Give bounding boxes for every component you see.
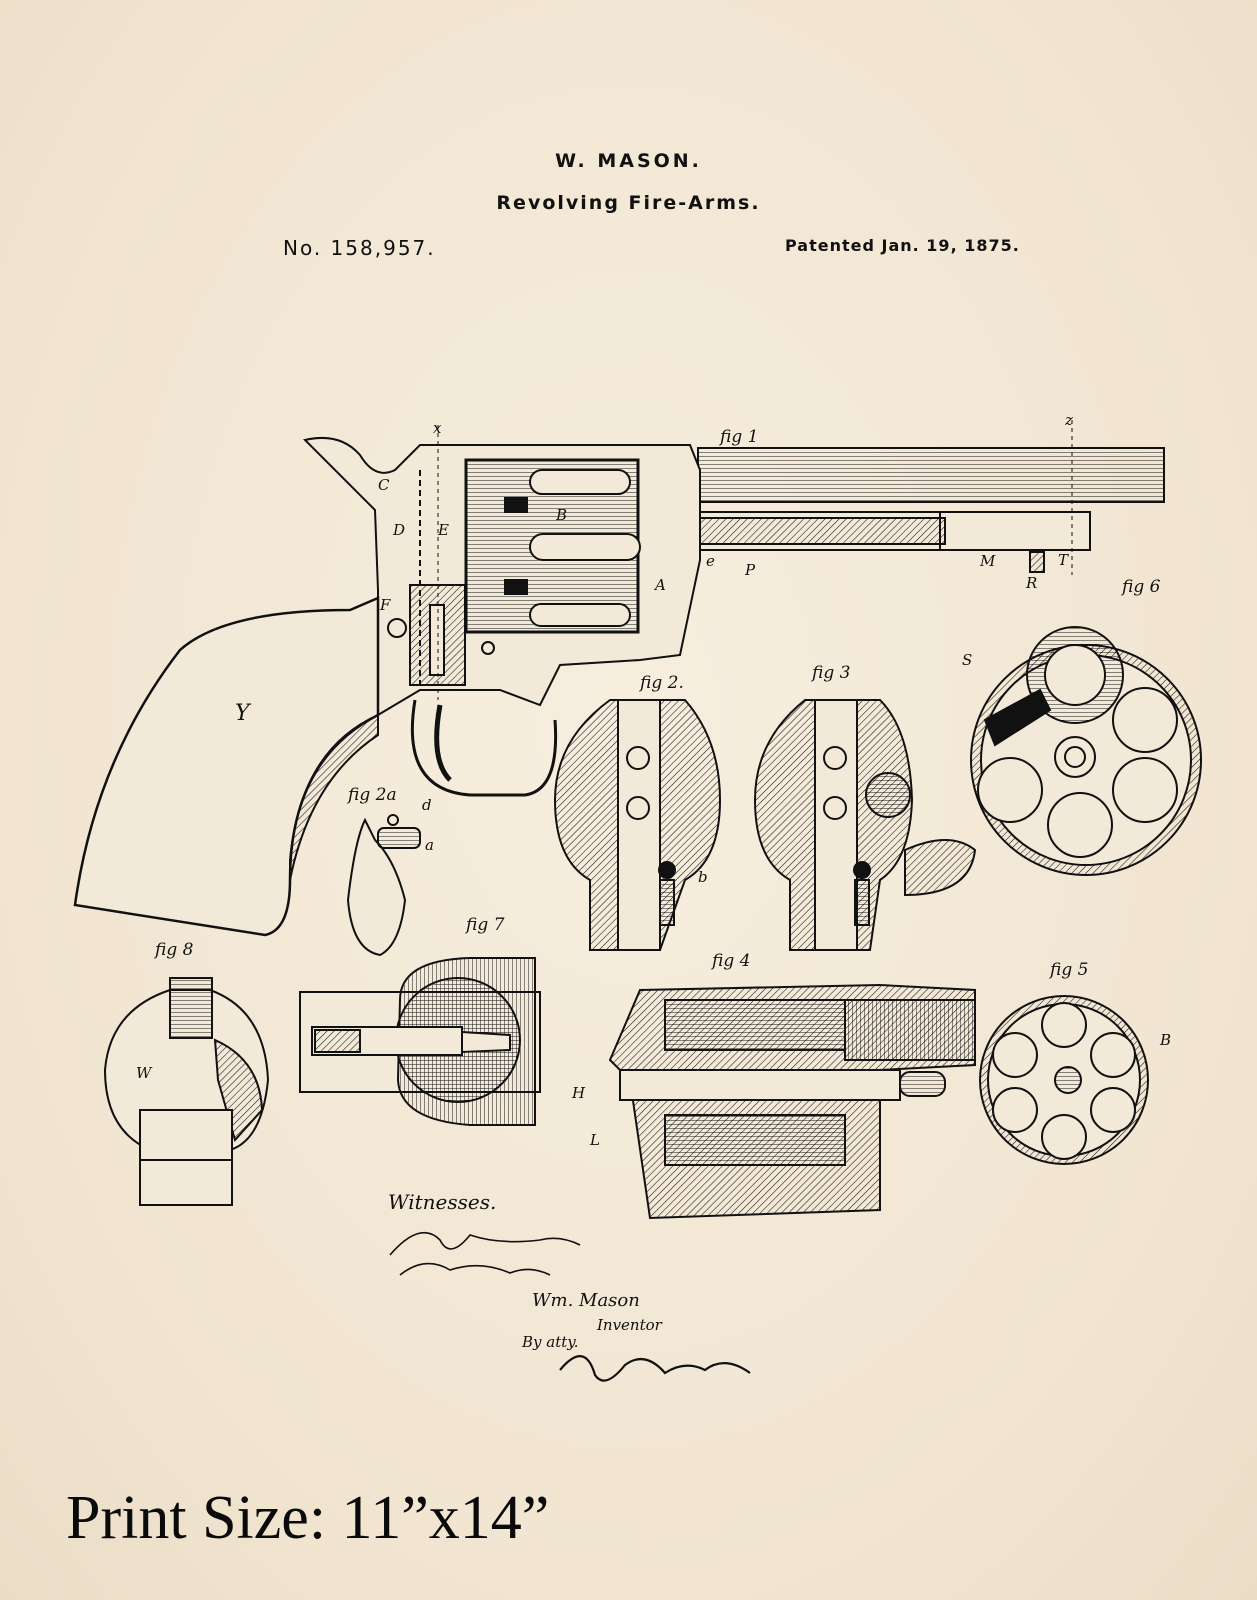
label-x: x [433, 419, 442, 437]
label-P: P [744, 561, 756, 579]
fig5-caption: fig 5 [1048, 960, 1088, 980]
fig7-view [299, 957, 541, 1126]
fig3-section [753, 699, 977, 951]
label-A: A [653, 576, 666, 594]
attorney-signature [559, 1355, 751, 1382]
fig3-caption: fig 3 [810, 663, 850, 683]
attorney-label: By atty. [522, 1333, 579, 1351]
patent-number: No. 158,957. [283, 236, 436, 260]
label-e: e [706, 552, 715, 570]
label-d: d [422, 796, 432, 814]
label-H: H [571, 1084, 586, 1102]
fig4-caption: fig 4 [710, 951, 750, 971]
label-L: L [589, 1131, 600, 1149]
patent-date: Patented Jan. 19, 1875. [785, 236, 1020, 255]
fig8-view [103, 977, 270, 1206]
fig1-caption: fig 1 [718, 427, 758, 447]
fig2-caption: fig 2. [638, 673, 684, 693]
label-F: F [379, 596, 391, 614]
fig7-caption: fig 7 [464, 915, 505, 935]
label-B-fig5: B [1159, 1031, 1171, 1049]
inventor-role: Inventor [597, 1316, 662, 1334]
label-C: C [378, 476, 390, 494]
label-D: D [392, 521, 405, 539]
label-E: E [437, 521, 449, 539]
inventor-name-heading: W. MASON. [555, 150, 702, 172]
label-Y: Y [235, 701, 252, 726]
fig5-cylinder-face [979, 995, 1149, 1165]
fig6-cylinder-end [970, 626, 1202, 876]
fig1-revolver [73, 420, 1165, 937]
fig2a-caption: fig 2a [346, 785, 397, 805]
print-size-caption: Print Size: 11”x14” [66, 1484, 550, 1552]
witnesses-label: Witnesses. [388, 1190, 497, 1214]
label-T: T [1058, 551, 1069, 569]
label-W: W [136, 1064, 153, 1082]
inventor-signature: Wm. Mason [532, 1290, 640, 1311]
label-a: a [425, 836, 434, 854]
fig4-section [608, 983, 976, 1220]
label-R: R [1025, 574, 1037, 592]
patent-title: Revolving Fire-Arms. [496, 192, 761, 214]
label-z: z [1064, 411, 1073, 429]
label-B: B [555, 506, 567, 524]
fig6-caption: fig 6 [1120, 577, 1161, 597]
label-M: M [979, 552, 996, 570]
fig2-section [553, 699, 722, 951]
witness-signatures [389, 1231, 581, 1276]
label-S: S [962, 651, 972, 669]
fig2a-part [346, 814, 421, 957]
fig8-caption: fig 8 [153, 940, 194, 960]
label-b: b [698, 868, 708, 886]
